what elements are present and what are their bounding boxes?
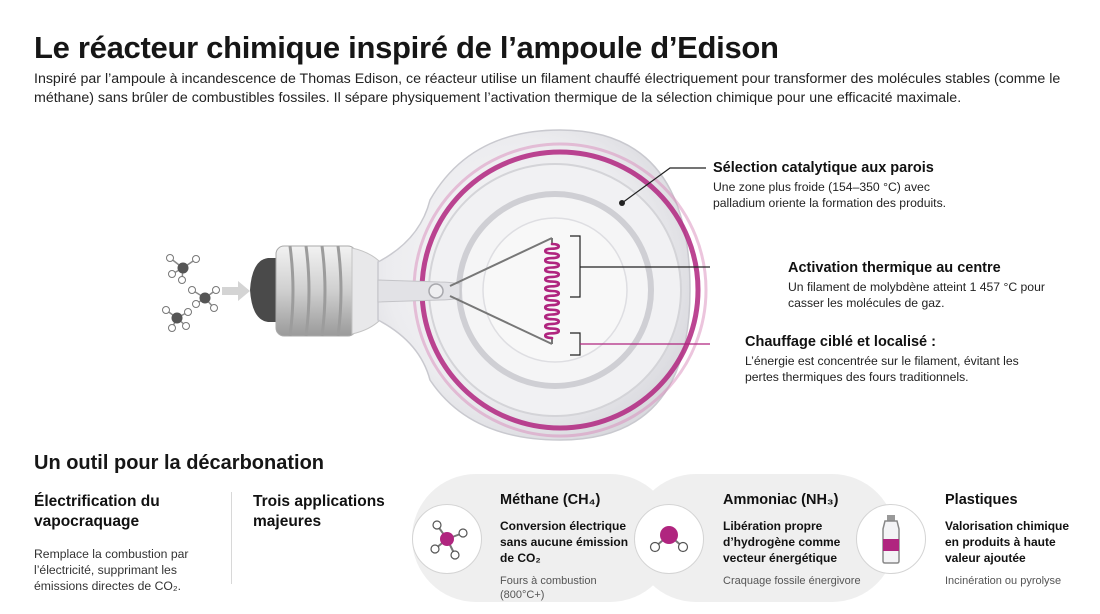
application-methane: Méthane (CH₄) Conversion électrique sans…	[500, 492, 640, 602]
app-subtitle: Libération propre d’hydrogène comme vect…	[723, 519, 841, 565]
flow-arrow-icon	[222, 281, 250, 301]
app-subtitle: Conversion électrique sans aucune émissi…	[500, 519, 629, 565]
page-title: Le réacteur chimique inspiré de l’ampoul…	[34, 30, 779, 65]
callout-thermal-activation: Activation thermique au centre Un filame…	[788, 260, 1088, 311]
filament-coil-icon	[543, 242, 561, 340]
column-heading: Électrification du vapocraquage	[34, 493, 160, 530]
app-title: Plastiques	[945, 492, 1018, 508]
app-title: Ammoniac (NH₃)	[723, 492, 839, 508]
plastic-bottle-icon	[856, 504, 926, 574]
application-plastics: Plastiques Valorisation chimique en prod…	[945, 492, 1085, 588]
callout-targeted-heating: Chauffage ciblé et localisé : L’énergie …	[745, 334, 1075, 385]
app-note: Incinération ou pyrolyse	[945, 575, 1062, 587]
electrification-column: Électrification du vapocraquage Remplace…	[34, 492, 224, 594]
callout-text: Un filament de molybdène atteint 1 457 °…	[788, 280, 1045, 310]
application-ammonia: Ammoniac (NH₃) Libération propre d’hydro…	[723, 492, 863, 588]
glass-bulb	[377, 129, 708, 441]
app-subtitle: Valorisation chimique en produits à haut…	[945, 519, 1070, 565]
callout-title: Chauffage ciblé et localisé :	[745, 334, 936, 350]
callout-lines	[570, 167, 710, 356]
bulb-reactor-illustration	[162, 129, 710, 441]
section-title: Un outil pour la décarbonation	[34, 452, 324, 474]
callout-catalytic-selection: Sélection catalytique aux parois Une zon…	[713, 160, 1043, 211]
callout-title: Activation thermique au centre	[788, 260, 1001, 276]
methane-molecule-icon	[412, 504, 482, 574]
bulb-screw-cap	[250, 245, 381, 337]
applications-column: Trois applications majeures	[253, 492, 413, 532]
callout-text: L’énergie est concentrée sur le filament…	[745, 354, 1019, 384]
app-note: Craquage fossile énergivore	[723, 575, 861, 587]
callout-text: Une zone plus froide (154–350 °C) avec p…	[713, 180, 947, 210]
app-title: Méthane (CH₄)	[500, 492, 601, 508]
column-heading: Trois applications majeures	[253, 493, 385, 530]
ammonia-molecule-icon	[634, 504, 704, 574]
callout-title: Sélection catalytique aux parois	[713, 160, 934, 176]
app-note: Fours à combustion (800°C+)	[500, 575, 597, 601]
intro-paragraph: Inspiré par l’ampoule à incandescence de…	[34, 71, 1061, 106]
column-divider	[231, 492, 232, 584]
input-gas-molecules	[162, 254, 220, 332]
column-body: Remplace la combustion par l’électricité…	[34, 547, 189, 593]
